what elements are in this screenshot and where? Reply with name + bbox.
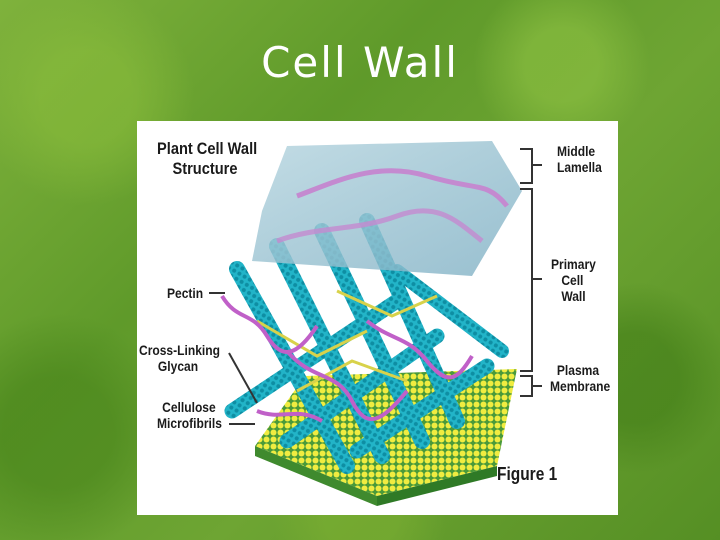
diagram-heading: Plant Cell Wall Structure (157, 139, 257, 179)
cellulose-microfibrils-label: Cellulose Microfibrils (157, 399, 222, 431)
cell-wall-illustration (137, 121, 618, 515)
cross-linking-glycan-label: Cross-Linking Glycan (139, 342, 220, 374)
cell-wall-diagram: Plant Cell Wall Structure Pectin Cross-L… (137, 121, 618, 515)
middle-lamella-layer (252, 141, 522, 276)
plasma-membrane-label: Plasma Membrane (550, 362, 610, 394)
primary-cell-wall-label: Primary Cell Wall (551, 256, 596, 304)
figure-caption: Figure 1 (497, 466, 557, 482)
pectin-label: Pectin (167, 285, 203, 301)
right-brackets (520, 149, 542, 396)
middle-lamella-label: Middle Lamella (557, 143, 602, 175)
slide-title: Cell Wall (0, 38, 720, 87)
